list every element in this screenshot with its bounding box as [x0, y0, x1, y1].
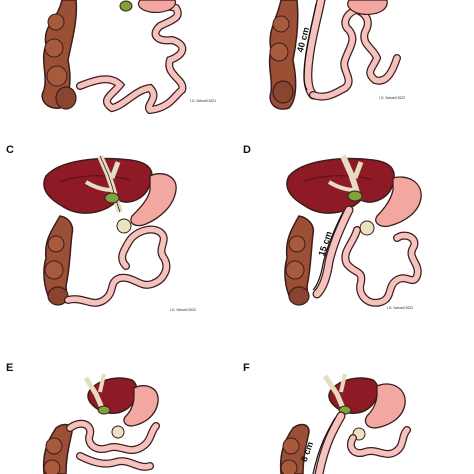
panel-letter-c-label: C: [6, 144, 14, 156]
stomach: [375, 176, 422, 228]
panel-letter-f: F: [243, 362, 250, 374]
colon: [279, 423, 310, 474]
stomach: [364, 383, 406, 429]
credit-text-b: I.G. Schoell 2022: [379, 96, 406, 100]
anatomy-illustration-b: [268, 0, 401, 110]
small-bowel-loops: [76, 1, 187, 115]
gallbladder: [347, 190, 363, 202]
colon: [41, 0, 78, 110]
colon: [42, 423, 73, 474]
measured-limb: [312, 205, 354, 299]
bile-duct-vessels: [83, 373, 106, 409]
small-bowel-loops: [66, 419, 160, 471]
anatomy-illustration-c-body: [43, 154, 177, 307]
small-bowel-loops: [64, 225, 171, 307]
gallbladder: [97, 405, 111, 415]
duodenum: [111, 425, 125, 439]
gallbladder: [104, 192, 120, 204]
small-bowel-loops: [346, 426, 411, 458]
bile-duct-vessels: [84, 154, 123, 213]
stomach: [130, 173, 177, 227]
colon: [43, 215, 74, 306]
duodenum: [359, 220, 375, 236]
stomach: [123, 385, 159, 427]
small-bowel-loops: [341, 226, 422, 307]
stomach: [137, 0, 176, 13]
credit-text-d: I.G. Schoell 2022: [387, 306, 414, 310]
small-bowel-loops: [309, 5, 401, 101]
anatomy-illustration-f: [279, 373, 411, 474]
measured-limb: [312, 411, 346, 474]
anatomy-illustration-d: [284, 154, 422, 307]
bile-duct-vessels: [322, 373, 347, 409]
panel-f-drawing: F 8 cm: [237, 316, 474, 474]
panel-letter-d: D: [243, 144, 251, 156]
panel-d-drawing: D 15 cm I.G. Sc: [237, 140, 474, 316]
panel-c-drawing: C I.G. Schoell 2022: [0, 140, 237, 316]
measured-limb: [303, 0, 326, 100]
credit-text-c: I.G. Schoell 2022: [170, 308, 197, 312]
credit-text-a: I.G. Schoell 2021: [190, 99, 217, 103]
panel-a: I.G. Schoell 2021: [0, 0, 237, 158]
panel-b: I.G. Schoell 2022 40 cm: [237, 0, 474, 158]
colon: [284, 215, 315, 306]
anatomy-illustration-e: [42, 373, 160, 474]
duodenum: [116, 218, 132, 234]
stomach: [347, 0, 388, 15]
anatomy-illustration-a: [41, 0, 187, 115]
gallbladder: [119, 0, 133, 12]
panel-letter-e: E: [6, 362, 14, 374]
panel-e-drawing: E: [0, 316, 237, 474]
colon: [268, 0, 299, 110]
